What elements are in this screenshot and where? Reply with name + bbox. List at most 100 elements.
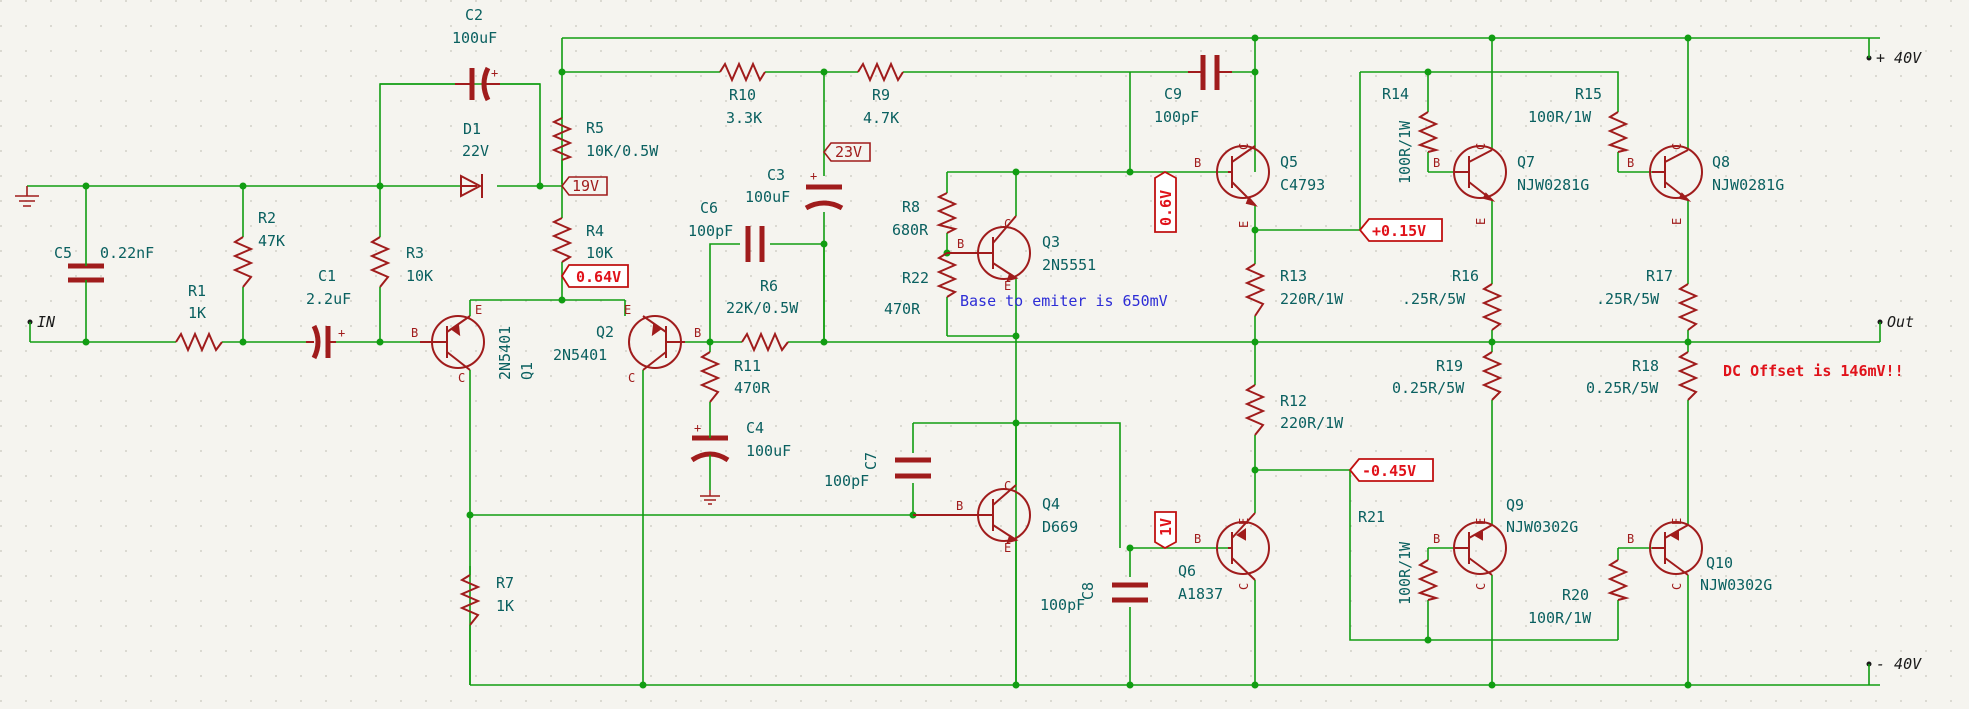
capacitor-c9[interactable]: C9 100pF (1154, 55, 1232, 126)
c4-value: 100uF (746, 442, 791, 460)
diode-d1[interactable]: D1 22V (460, 120, 489, 198)
capacitor-c8[interactable]: C8 100pF (1040, 582, 1148, 614)
r18-ref: R18 (1632, 357, 1659, 375)
resistor-r19[interactable]: R19 0.25R/5W (1392, 351, 1503, 401)
svg-text:B: B (1194, 532, 1201, 546)
r5-value: 10K/0.5W (586, 142, 659, 160)
resistor-r13[interactable]: R13 220R/1W (1244, 263, 1344, 317)
r4-ref: R4 (586, 222, 604, 240)
transistor-q4[interactable]: B C E Q4 D669 (913, 479, 1078, 555)
capacitor-c1[interactable]: + C1 2.2uF (306, 267, 351, 360)
resistor-r3[interactable]: R3 10K (369, 236, 433, 288)
r16-ref: R16 (1452, 267, 1479, 285)
resistor-r15[interactable]: R15 100R/1W (1528, 85, 1630, 153)
svg-text:E: E (1670, 218, 1684, 225)
capacitor-c4[interactable]: + C4 100uF (690, 419, 791, 470)
capacitor-c5[interactable]: C5 0.22nF (54, 244, 154, 290)
q7-value: NJW0281G (1517, 176, 1589, 194)
q2-ref: Q2 (596, 323, 614, 341)
resistor-r22[interactable]: R22 470R (884, 252, 958, 318)
r9-ref: R9 (872, 86, 890, 104)
r5-ref: R5 (586, 119, 604, 137)
transistor-q10[interactable]: B E C Q10 NJW0302G (1627, 518, 1772, 594)
r17-ref: R17 (1646, 267, 1673, 285)
svg-text:19V: 19V (572, 177, 599, 195)
c1-value: 2.2uF (306, 290, 351, 308)
q9-value: NJW0302G (1506, 518, 1578, 536)
svg-text:B: B (1433, 156, 1440, 170)
q4-value: D669 (1042, 518, 1078, 536)
resistor-r9[interactable]: R9 4.7K (857, 61, 904, 127)
svg-text:B: B (1627, 532, 1634, 546)
svg-text:E: E (1237, 518, 1251, 525)
svg-text:E: E (1004, 541, 1011, 555)
c4-ground-symbol (700, 490, 720, 505)
svg-text:C: C (1237, 143, 1251, 150)
r11-value: 470R (734, 379, 771, 397)
svg-text:C: C (458, 371, 465, 385)
q6-value: A1837 (1178, 585, 1223, 603)
resistor-r6[interactable]: R6 22K/0.5W (726, 277, 799, 353)
resistor-r7[interactable]: R7 1K (459, 574, 514, 626)
capacitor-c3[interactable]: + C3 100uF (745, 166, 844, 211)
resistor-r5[interactable]: R5 10K/0.5W (551, 117, 659, 161)
svg-text:+: + (338, 326, 345, 340)
transistor-q8[interactable]: B C E Q8 NJW0281G (1627, 143, 1784, 225)
capacitor-c2[interactable]: + C2 100uF (452, 6, 500, 102)
svg-text:0.6V: 0.6V (1157, 190, 1175, 226)
resistor-r18[interactable]: R18 0.25R/5W (1586, 351, 1699, 401)
svg-text:E: E (1237, 221, 1251, 228)
q3-ref: Q3 (1042, 233, 1060, 251)
svg-text:23V: 23V (835, 143, 862, 161)
resistor-r8[interactable]: R8 680R (892, 192, 958, 239)
resistor-r21[interactable]: R21 100R/1W (1358, 508, 1440, 605)
wires (27, 37, 1880, 686)
transistor-q6[interactable]: B E C Q6 A1837 (1178, 512, 1270, 603)
resistor-r4[interactable]: R4 10K (551, 217, 613, 263)
q3-value: 2N5551 (1042, 256, 1096, 274)
c6-ref: C6 (700, 199, 718, 217)
resistor-r14[interactable]: R14 100R/1W (1382, 85, 1440, 184)
capacitor-c6[interactable]: C6 100pF (688, 199, 765, 262)
r16-value: .25R/5W (1402, 290, 1466, 308)
q5-ref: Q5 (1280, 153, 1298, 171)
r2-ref: R2 (258, 209, 276, 227)
transistor-q9[interactable]: B E C Q9 NJW0302G (1433, 496, 1578, 590)
resistor-r12[interactable]: R12 220R/1W (1244, 384, 1344, 436)
q9-ref: Q9 (1506, 496, 1524, 514)
transistor-q3[interactable]: B C E Q3 2N5551 (947, 215, 1096, 293)
c2-ref: C2 (465, 6, 483, 24)
c3-value: 100uF (745, 188, 790, 206)
r19-ref: R19 (1436, 357, 1463, 375)
resistor-r16[interactable]: R16 .25R/5W (1402, 267, 1503, 331)
r12-ref: R12 (1280, 392, 1307, 410)
r6-value: 22K/0.5W (726, 299, 799, 317)
r20-value: 100R/1W (1528, 609, 1592, 627)
r10-value: 3.3K (726, 109, 762, 127)
svg-text:E: E (624, 303, 631, 317)
resistor-r17[interactable]: R17 .25R/5W (1596, 267, 1699, 331)
capacitor-c7[interactable]: C7 100pF (824, 452, 931, 490)
q1-value: 2N5401 (496, 326, 514, 380)
port-vneg: - 40V (1876, 655, 1922, 673)
q8-ref: Q8 (1712, 153, 1730, 171)
svg-text:C: C (1474, 143, 1488, 150)
svg-text:-0.45V: -0.45V (1362, 462, 1416, 480)
transistor-q7[interactable]: B C E Q7 NJW0281G (1433, 143, 1589, 225)
svg-text:C: C (1004, 217, 1011, 231)
transistor-q2[interactable]: B E C Q2 2N5401 (553, 303, 701, 385)
resistor-r2[interactable]: R2 47K (232, 209, 285, 288)
resistor-r11[interactable]: R11 470R (699, 351, 771, 403)
r14-ref: R14 (1382, 85, 1409, 103)
resistor-r1[interactable]: R1 1K (175, 282, 223, 353)
resistor-r10[interactable]: R10 3.3K (719, 61, 766, 127)
resistor-r20[interactable]: R20 100R/1W (1528, 559, 1630, 627)
r7-ref: R7 (496, 574, 514, 592)
svg-text:B: B (956, 499, 963, 513)
transistor-q5[interactable]: B C E Q5 C4793 (1194, 143, 1325, 228)
q6-ref: Q6 (1178, 562, 1196, 580)
transistor-q1[interactable]: B E C Q1 2N5401 (411, 303, 536, 385)
c8-ref: C8 (1079, 582, 1097, 600)
q1-ref: Q1 (518, 362, 536, 380)
